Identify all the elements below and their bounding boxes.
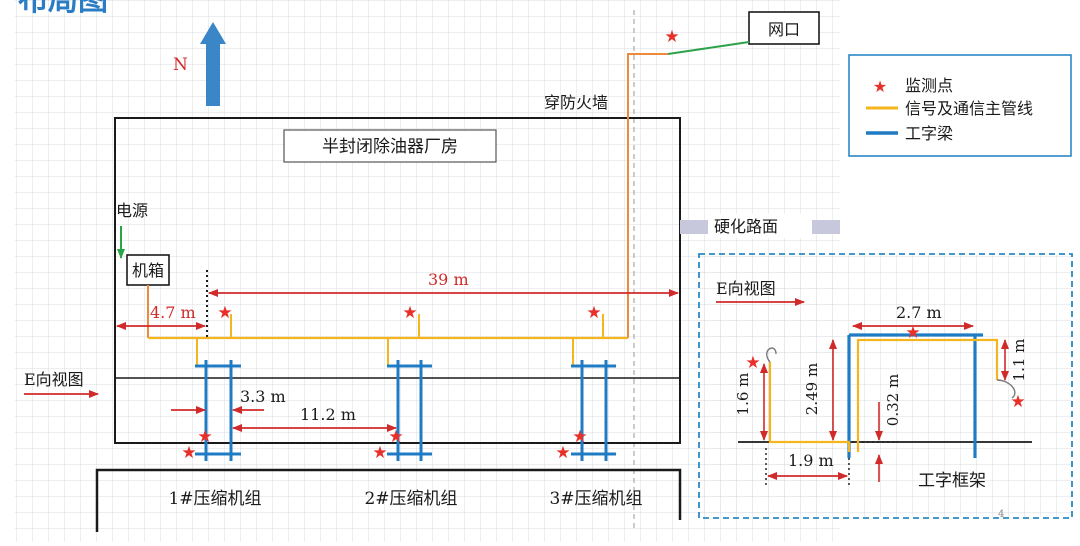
signal-branches	[196, 314, 604, 366]
inset-dim-0-32-label: 0.32 m	[884, 374, 902, 426]
title-partial: 布局图	[18, 0, 108, 18]
road-label: 硬化路面	[714, 217, 778, 236]
compressor-label-2: 2#压缩机组	[364, 489, 457, 509]
legend-box	[848, 54, 1072, 157]
dim-3-3-label: 3.3 m	[240, 387, 286, 406]
monitor-star-icon: ★	[181, 443, 196, 463]
inset-frame-label: 工字框架	[918, 471, 986, 491]
monitor-star-icon: ★	[197, 427, 212, 447]
monitor-star-icon: ★	[1010, 392, 1025, 412]
inset-sensor-cable-left	[766, 347, 777, 363]
inset-frame	[698, 253, 1073, 519]
beam-frame-1	[195, 360, 241, 461]
monitor-star-icon: ★	[217, 303, 232, 323]
inset-dim-1-6-label: 1.6 m	[734, 373, 752, 416]
north-label: N	[173, 55, 188, 75]
monitor-star-icon: ★	[586, 303, 601, 323]
firewall-label: 穿防火墙	[544, 93, 608, 112]
inset-sensor-cable-right	[996, 379, 1016, 399]
monitor-star-icon: ★	[555, 443, 570, 463]
inset-page-number: 4	[998, 509, 1004, 520]
dim-11-2-label: 11.2 m	[300, 405, 356, 424]
network-cable	[667, 41, 750, 55]
dim-4-7-label: 4.7 m	[150, 303, 196, 322]
road-label-bg	[708, 214, 812, 238]
beam-frame-2	[387, 360, 432, 461]
inset-signal-left	[768, 362, 851, 452]
monitor-star-icon: ★	[745, 353, 760, 373]
cabinet-label: 机箱	[132, 261, 164, 280]
power-label: 电源	[116, 201, 148, 220]
riser-line	[627, 53, 668, 338]
network-port-box	[748, 11, 820, 45]
beam-frame-3	[571, 360, 616, 461]
monitor-star-icon: ★	[905, 323, 920, 343]
inset-title: E向视图	[716, 279, 776, 298]
e-view-label: E向视图	[24, 370, 84, 389]
inset-dim-1-9-label: 1.9 m	[788, 451, 834, 470]
monitor-star-icon: ★	[388, 427, 403, 447]
building-label: 半封闭除油器厂房	[322, 137, 458, 157]
north-arrow-icon	[200, 22, 226, 106]
legend-signal-label: 信号及通信主管线	[905, 99, 1033, 118]
legend-monitor-label: 监测点	[905, 76, 953, 95]
network-port-label: 网口	[768, 20, 800, 39]
inset-dim-1-1-label: 1.1 m	[1010, 339, 1028, 382]
building-label-box	[283, 129, 497, 163]
inset-dim-2-49-label: 2.49 m	[803, 363, 821, 415]
bottom-wall	[95, 468, 682, 532]
compressor-label-3: 3#压缩机组	[549, 489, 642, 509]
compressor-label-1: 1#压缩机组	[168, 489, 261, 509]
monitor-star-icon: ★	[572, 427, 587, 447]
dim-39-label: 39 m	[428, 270, 469, 289]
monitor-star-icon: ★	[402, 303, 417, 323]
inset-dim-2-7-label: 2.7 m	[896, 303, 942, 322]
inset-signal-top	[856, 338, 999, 452]
cabinet-box	[126, 254, 170, 286]
monitoring-points: ★ ★ ★ ★ ★ ★ ★ ★ ★ ★ ★ ★ ★	[181, 27, 1025, 463]
monitor-star-icon: ★	[664, 27, 679, 47]
legend-star-icon: ★	[873, 77, 887, 96]
monitor-star-icon: ★	[372, 443, 387, 463]
legend-beam-label: 工字梁	[905, 124, 953, 143]
inset-beam-frame	[847, 333, 983, 458]
